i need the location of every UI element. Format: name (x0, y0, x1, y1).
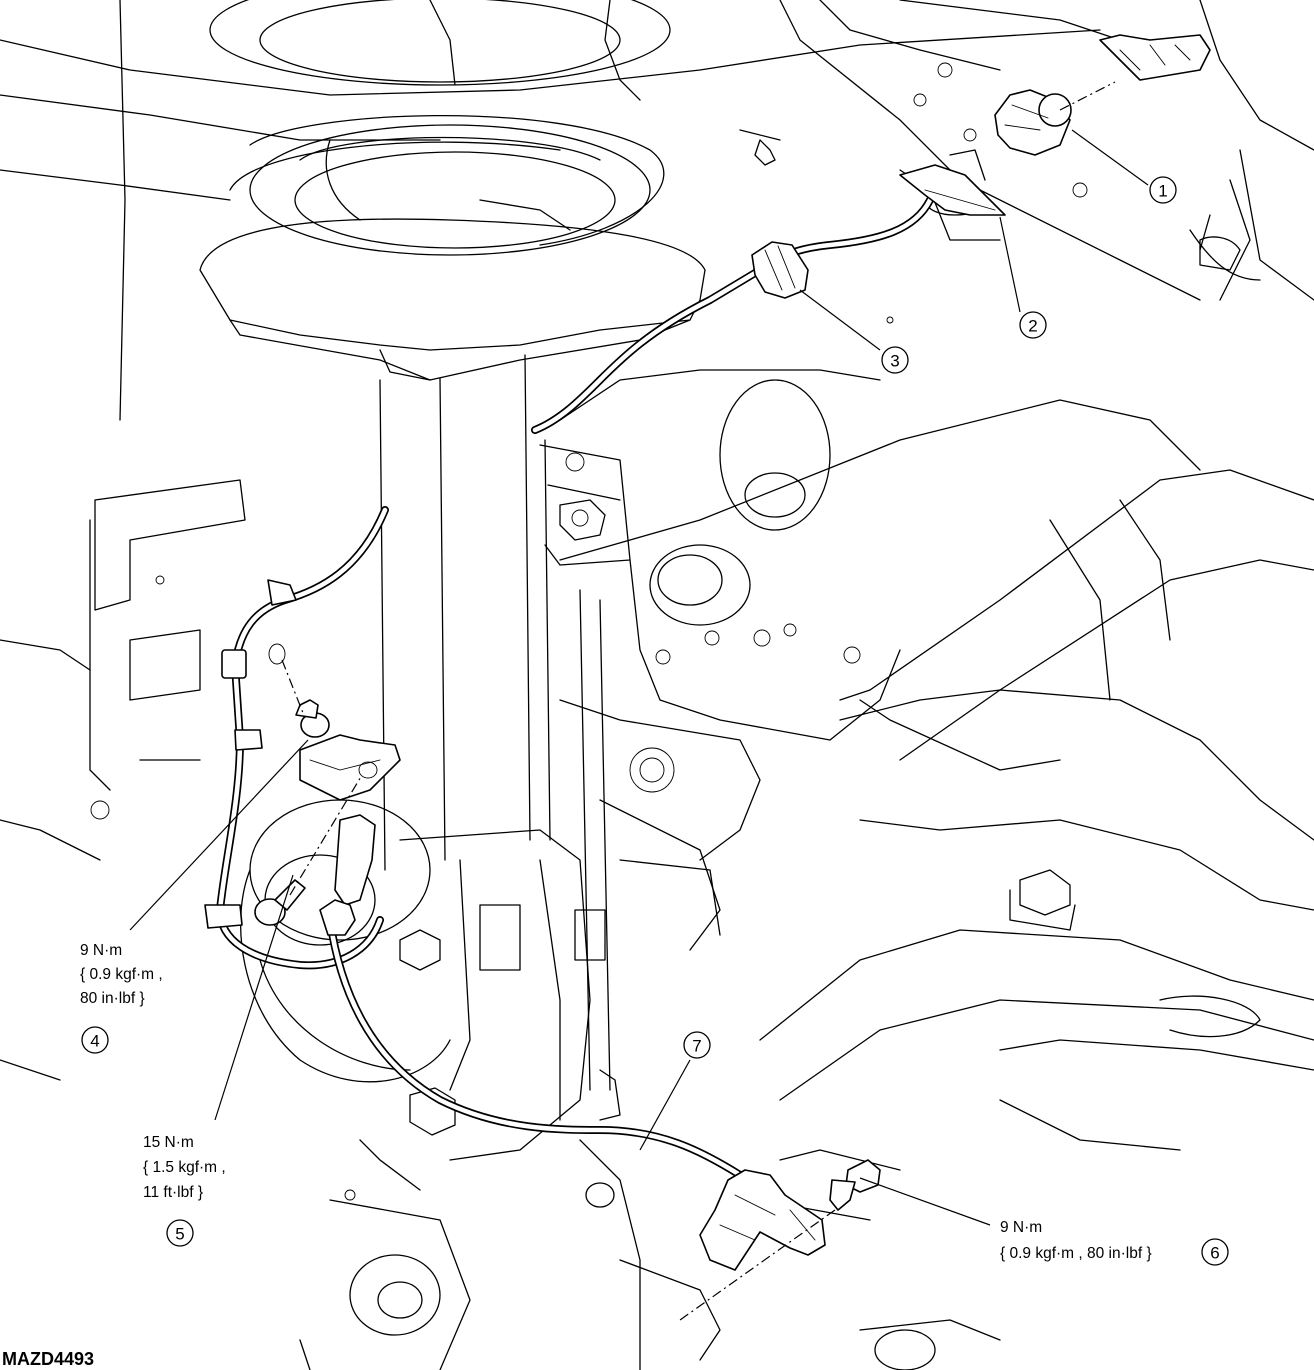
callout-5: 5 (166, 1219, 194, 1247)
torque-spec-4-line1: 9 N·m (80, 942, 122, 959)
torque-spec-6-line2: { 0.9 kgf·m , 80 in·lbf } (1000, 1245, 1152, 1262)
figure-code: MAZD4493 (2, 1349, 94, 1369)
bolt-6 (829, 1159, 881, 1211)
torque-spec-5: 15 N·m { 1.5 kgf·m , 11 ft·lbf } (143, 1134, 226, 1201)
callout-1-label: 1 (1158, 182, 1167, 201)
torque-spec-5-line3: 11 ft·lbf } (143, 1184, 203, 1201)
sensor-connector (994, 89, 1072, 156)
harness-grommet (751, 241, 809, 299)
harness-connector-upper (1099, 34, 1211, 81)
callout-3: 3 (881, 346, 909, 374)
torque-spec-6: 9 N·m { 0.9 kgf·m , 80 in·lbf } (1000, 1219, 1152, 1262)
callout-2: 2 (1019, 311, 1047, 339)
torque-spec-4-line3: 80 in·lbf } (80, 990, 145, 1007)
callout-7-label: 7 (692, 1037, 701, 1056)
torque-spec-5-line1: 15 N·m (143, 1134, 194, 1151)
callout-leader-lines (129, 129, 1149, 1226)
bracket-on-knuckle (299, 734, 401, 801)
harness-bracket-clip (899, 164, 1006, 216)
callout-6-label: 6 (1210, 1244, 1219, 1263)
harness-clips-left (204, 579, 297, 929)
sensor-lead-front (319, 814, 376, 936)
callout-3-label: 3 (890, 352, 899, 371)
torque-spec-4-line2: { 0.9 kgf·m , (80, 966, 163, 983)
callout-7: 7 (683, 1031, 711, 1059)
callout-1: 1 (1149, 176, 1177, 204)
callout-6: 6 (1201, 1238, 1229, 1266)
abs-sensor-harness (216, 196, 934, 1179)
installation-axes (281, 81, 1116, 1321)
callout-4-label: 4 (90, 1032, 99, 1051)
torque-spec-6-line1: 9 N·m (1000, 1219, 1042, 1236)
callout-2-label: 2 (1028, 317, 1037, 336)
bolt-4 (268, 643, 330, 738)
torque-spec-5-line2: { 1.5 kgf·m , (143, 1159, 226, 1176)
callout-4: 4 (81, 1026, 109, 1054)
torque-spec-4: 9 N·m { 0.9 kgf·m , 80 in·lbf } (80, 942, 163, 1007)
front-abs-wheel-speed-sensor (699, 1169, 826, 1271)
callout-5-label: 5 (175, 1225, 184, 1244)
